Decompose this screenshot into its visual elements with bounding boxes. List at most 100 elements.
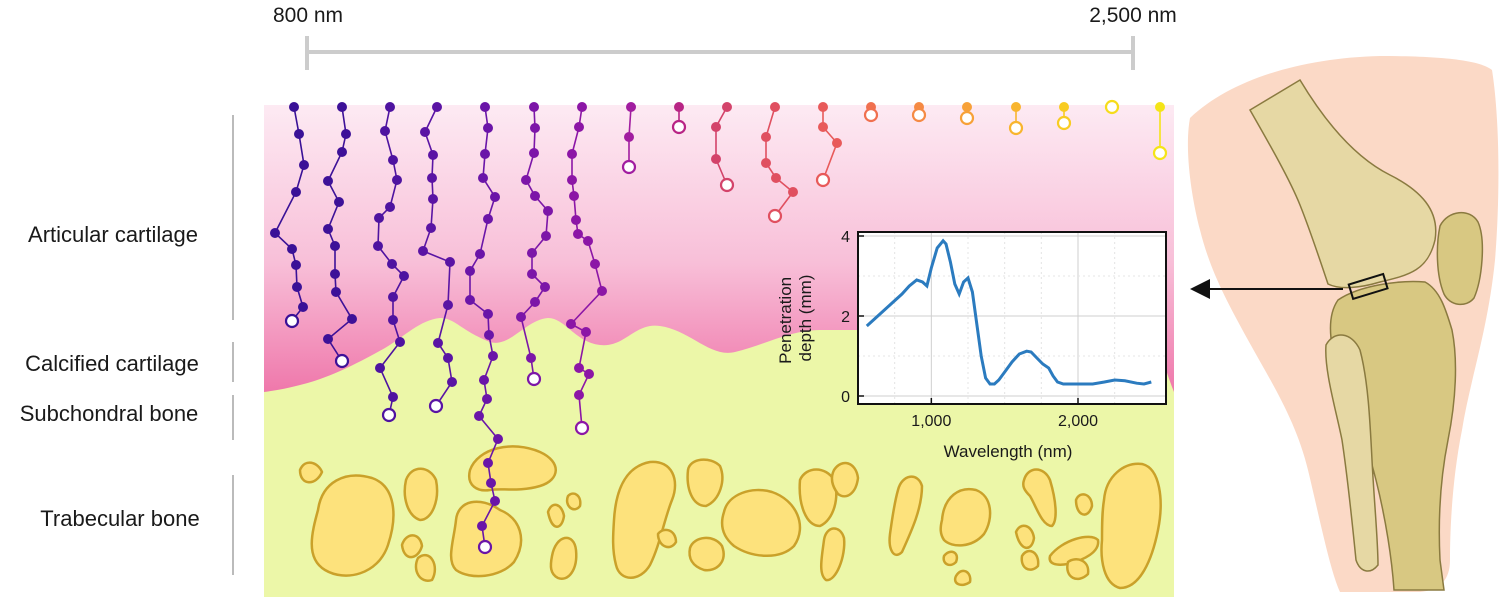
photon-scatter-point <box>373 241 383 251</box>
photon-scatter-point <box>331 287 341 297</box>
photon-scatter-point <box>432 102 442 112</box>
photon-scatter-point <box>443 353 453 363</box>
photon-scatter-point <box>493 434 503 444</box>
chart-grid <box>858 232 1166 404</box>
photon-scatter-point <box>465 295 475 305</box>
photon-path <box>815 102 842 188</box>
photon-path <box>1056 102 1072 131</box>
photon-scatter-point <box>291 260 301 270</box>
photon-scatter-point <box>541 231 551 241</box>
photon-scatter-point <box>527 248 537 258</box>
chart-y-tick-label: 0 <box>841 389 850 406</box>
photon-path-line <box>715 106 728 186</box>
photon-exit-point <box>719 177 735 193</box>
chart-y-tick-label: 2 <box>841 309 850 326</box>
photon-scatter-point <box>388 315 398 325</box>
range-start-label: 800 nm <box>273 4 343 27</box>
photon-exit-point <box>911 107 927 123</box>
photon-exit-point <box>477 539 493 555</box>
photon-path <box>911 102 927 123</box>
chart-series-line <box>865 238 1152 386</box>
photon-scatter-point <box>770 102 780 112</box>
photon-scatter-point <box>624 132 634 142</box>
photon-path <box>671 102 687 135</box>
photon-scatter-point <box>540 282 550 292</box>
fibula-icon <box>1325 334 1379 572</box>
photon-scatter-point <box>447 377 457 387</box>
photon-scatter-point <box>516 312 526 322</box>
photon-scatter-point <box>529 102 539 112</box>
chart-x-tick-label: 1,000 <box>911 413 951 430</box>
photon-scatter-point <box>484 330 494 340</box>
photon-scatter-point <box>574 363 584 373</box>
photon-scatter-point <box>788 187 798 197</box>
layer-label-subchondral-bone: Subchondral bone <box>20 401 199 426</box>
chart-frame <box>857 231 1167 405</box>
chart-y-tick-label: 4 <box>841 229 850 246</box>
photon-scatter-point <box>584 369 594 379</box>
photon-scatter-point <box>597 286 607 296</box>
photon-scatter-point <box>385 102 395 112</box>
sample-region-marker <box>1347 272 1389 301</box>
photon-scatter-point <box>818 122 828 132</box>
photon-scatter-point <box>486 478 496 488</box>
photon-scatter-point <box>443 300 453 310</box>
layer-label-calcified-cartilage: Calcified cartilage <box>25 351 199 376</box>
photon-scatter-point <box>337 147 347 157</box>
photon-exit-point <box>574 420 590 436</box>
photon-path <box>1008 102 1024 136</box>
photon-scatter-point <box>427 173 437 183</box>
photon-scatter-point <box>483 309 493 319</box>
photon-path <box>711 102 735 193</box>
photon-path <box>465 102 503 555</box>
photon-scatter-point <box>374 213 384 223</box>
photon-scatter-point <box>375 363 385 373</box>
photon-scatter-point <box>387 259 397 269</box>
photon-scatter-point <box>490 192 500 202</box>
photon-scatter-point <box>482 394 492 404</box>
photon-path <box>566 102 607 436</box>
photon-scatter-point <box>330 241 340 251</box>
photon-scatter-point <box>445 257 455 267</box>
knee-illustration <box>1187 56 1499 592</box>
photon-scatter-point <box>832 138 842 148</box>
photon-scatter-point <box>392 175 402 185</box>
photon-scatter-point <box>530 123 540 133</box>
photon-scatter-point <box>711 154 721 164</box>
photon-scatter-point <box>483 214 493 224</box>
photon-scatter-point <box>573 229 583 239</box>
photon-scatter-point <box>388 292 398 302</box>
photon-exit-point <box>863 107 879 123</box>
photon-scatter-point <box>490 496 500 506</box>
photon-scatter-point <box>521 175 531 185</box>
photon-path <box>761 102 798 224</box>
photon-path <box>621 102 637 175</box>
photon-scatter-point <box>529 148 539 158</box>
photon-exit-point <box>959 110 975 126</box>
photon-scatter-point <box>289 102 299 112</box>
photon-scatter-point <box>380 126 390 136</box>
chart-x-tick-label: 2,000 <box>1058 413 1098 430</box>
photon-scatter-point <box>488 351 498 361</box>
photon-path <box>516 102 553 387</box>
photon-scatter-point <box>567 149 577 159</box>
photon-scatter-point <box>1059 102 1069 112</box>
photon-path <box>863 102 879 123</box>
photon-exit-point <box>526 371 542 387</box>
photon-exit-point <box>671 119 687 135</box>
photon-scatter-point <box>428 150 438 160</box>
photon-path <box>1152 102 1168 161</box>
photon-path <box>418 102 457 414</box>
photon-exit-point <box>767 208 783 224</box>
photon-exit-point <box>334 353 350 369</box>
photon-exit-point <box>428 398 444 414</box>
photon-scatter-point <box>428 194 438 204</box>
photon-scatter-point <box>294 129 304 139</box>
trabeculae <box>298 445 1162 590</box>
photon-exit-point <box>815 172 831 188</box>
photon-scatter-point <box>388 392 398 402</box>
photon-scatter-point <box>818 102 828 112</box>
photon-scatter-point <box>337 102 347 112</box>
photon-scatter-point <box>567 175 577 185</box>
photon-scatter-point <box>711 122 721 132</box>
